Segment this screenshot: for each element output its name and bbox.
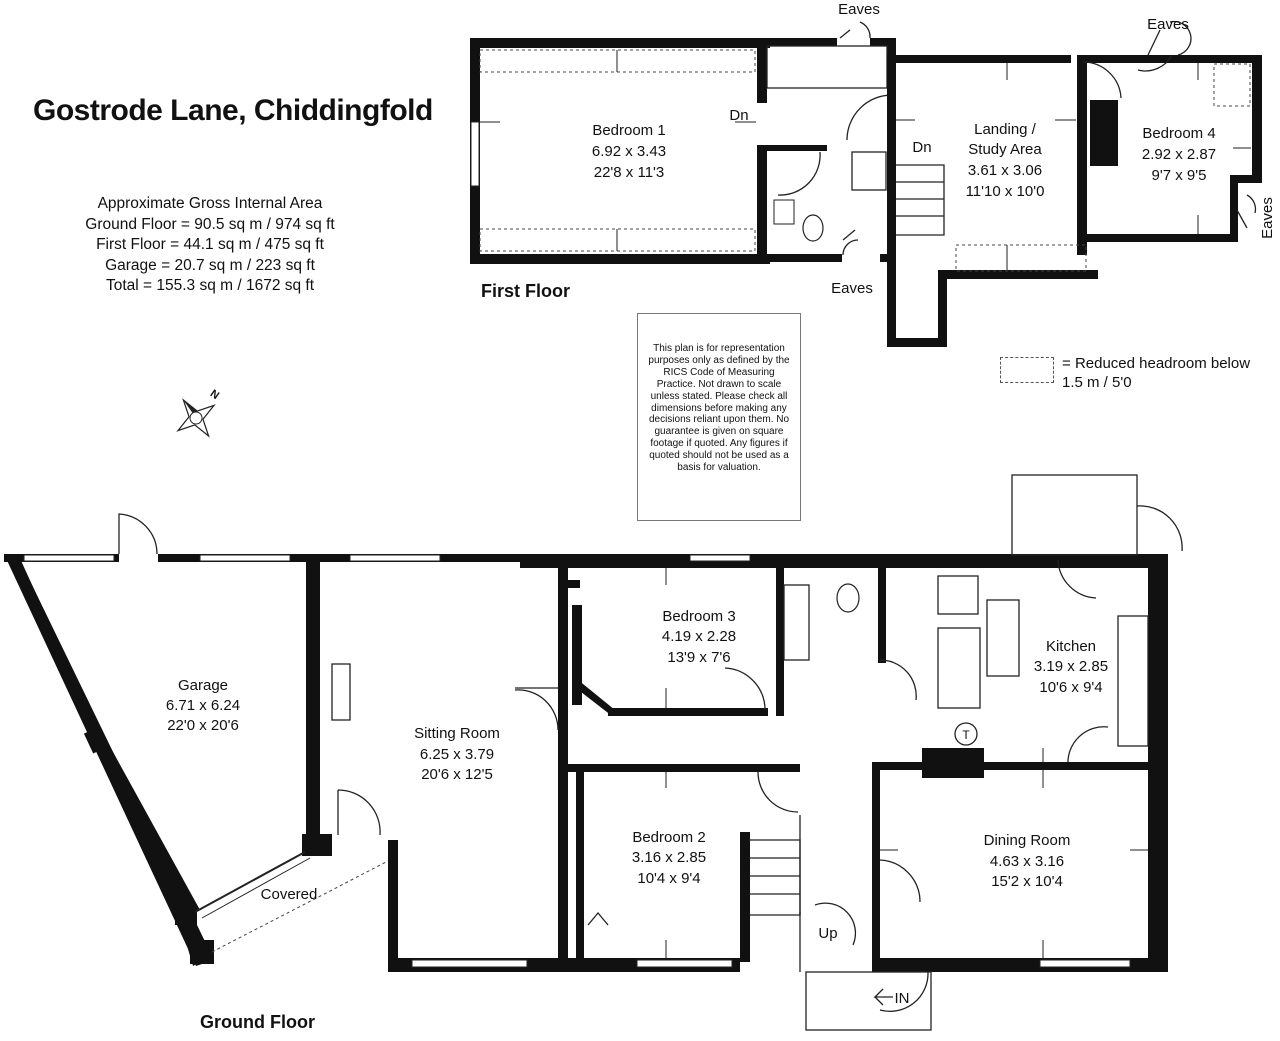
room-landing-name-2: Study Area [968,141,1042,158]
eaves-label-right: Eaves [1259,197,1276,239]
room-bedroom-3-imperial: 13'9 x 7'6 [667,649,730,666]
room-kitchen-imperial: 10'6 x 9'4 [1039,679,1102,696]
room-kitchen-name: Kitchen [1046,638,1096,655]
room-bedroom-1-name: Bedroom 1 [592,122,665,139]
room-dining-metric: 4.63 x 3.16 [990,853,1064,870]
room-garage-metric: 6.71 x 6.24 [166,697,240,714]
room-bedroom-4-imperial: 9'7 x 9'5 [1152,167,1207,184]
area-first-floor: First Floor = 44.1 sq m / 475 sq ft [96,236,324,253]
area-summary: Approximate Gross Internal Area Ground F… [70,194,350,297]
stairs-down-label-1: Dn [729,107,748,124]
first-floor-label: First Floor [481,281,570,301]
first-floor-plan [470,20,1262,347]
area-total: Total = 155.3 sq m / 1672 sq ft [105,277,315,294]
disclaimer-box: This plan is for representation purposes… [637,313,801,521]
room-kitchen-metric: 3.19 x 2.85 [1034,658,1108,675]
room-bedroom-1-imperial: 22'8 x 11'3 [594,164,665,181]
eaves-label-top-left: Eaves [838,1,880,18]
stairs-up-label: Up [818,925,837,942]
eaves-label-bottom: Eaves [831,280,873,297]
room-bedroom-2-metric: 3.16 x 2.85 [632,849,706,866]
room-bedroom-2-imperial: 10'4 x 9'4 [637,870,700,887]
room-bedroom-4-metric: 2.92 x 2.87 [1142,146,1216,163]
legend-text: = Reduced headroom below 1.5 m / 5'0 [1062,354,1262,392]
room-bedroom-1-metric: 6.92 x 3.43 [592,143,666,160]
room-dining-name: Dining Room [984,832,1071,849]
ground-floor-plan: T [4,474,1183,1031]
north-label: N [208,388,221,402]
area-garage: Garage = 20.7 sq m / 223 sq ft [105,256,315,274]
reduced-headroom-swatch [1000,357,1054,383]
boiler-label: T [962,728,970,742]
room-bedroom-3-name: Bedroom 3 [662,608,735,625]
room-garage-imperial: 22'0 x 20'6 [167,717,239,734]
room-labels: Bedroom 1 6.92 x 3.43 22'8 x 11'3 Landin… [166,121,1216,890]
room-sitting-imperial: 20'6 x 12'5 [421,766,493,783]
room-landing-name-1: Landing / [974,121,1037,138]
legend-equals: = [1062,355,1071,372]
area-ground-floor: Ground Floor = 90.5 sq m / 974 sq ft [85,215,335,233]
eaves-label-top-right: Eaves [1147,16,1189,33]
compass-icon: N [176,388,221,438]
covered-area-label: Covered [261,886,318,903]
legend-description: Reduced headroom below 1.5 m / 5'0 [1062,355,1251,391]
room-dining-imperial: 15'2 x 10'4 [991,873,1063,890]
ground-floor-label: Ground Floor [200,1012,315,1032]
annotations: Eaves Eaves Eaves Eaves Dn Dn Up IN Cove… [261,1,1276,1007]
area-heading: Approximate Gross Internal Area [97,195,323,212]
room-bedroom-3-metric: 4.19 x 2.28 [662,628,736,645]
room-bedroom-2-name: Bedroom 2 [632,829,705,846]
room-sitting-name: Sitting Room [414,725,500,742]
room-garage-name: Garage [178,677,228,694]
entrance-label: IN [895,990,910,1007]
room-landing-metric: 3.61 x 3.06 [968,162,1042,179]
room-landing-imperial: 11'10 x 10'0 [966,183,1045,200]
property-title: Gostrode Lane, Chiddingfold [33,94,433,127]
stairs-down-label-2: Dn [912,139,931,156]
room-sitting-metric: 6.25 x 3.79 [420,746,494,763]
room-bedroom-4-name: Bedroom 4 [1142,125,1215,142]
